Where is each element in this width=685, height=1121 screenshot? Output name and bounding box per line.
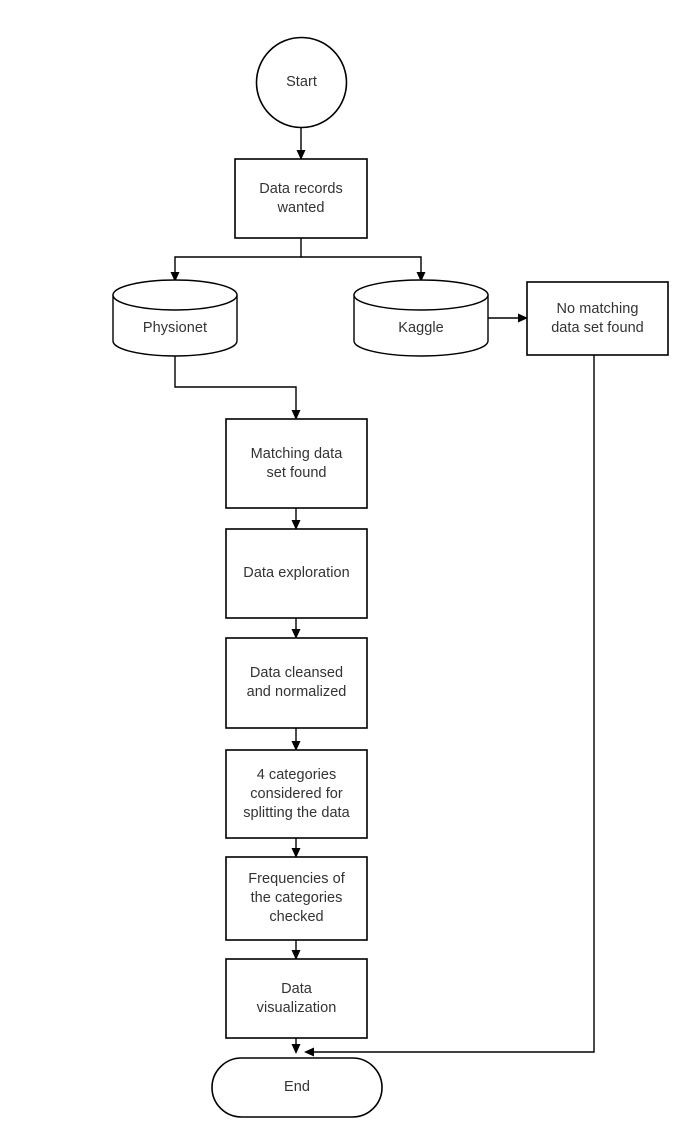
node-no-matching-data-set-found[interactable] [526, 281, 669, 356]
node-physionet[interactable] [112, 279, 238, 357]
edge-physionet-to-matching-data-set-found [174, 355, 301, 420]
edge-data-cleansed-to-categories [291, 728, 301, 751]
node-frequencies-checked[interactable] [225, 856, 368, 941]
edge-data-records-wanted-to-kaggle [301, 256, 426, 282]
node-start[interactable] [255, 36, 348, 129]
node-kaggle[interactable] [353, 279, 489, 357]
edge-categories-to-frequencies [291, 838, 301, 858]
node-end[interactable] [211, 1057, 383, 1118]
node-data-cleansed-and-normalized[interactable] [225, 637, 368, 729]
node-data-records-wanted[interactable] [234, 158, 368, 239]
node-data-visualization[interactable] [225, 958, 368, 1039]
edge-no-matching-to-end [304, 355, 595, 1057]
node-data-exploration[interactable] [225, 528, 368, 619]
edge-data-exploration-to-data-cleansed [291, 618, 301, 639]
edge-kaggle-to-no-matching-data-set-found [488, 313, 528, 323]
edge-data-visualization-to-end [291, 1038, 301, 1054]
edge-start-to-data-records-wanted [296, 123, 306, 160]
node-matching-data-set-found[interactable] [225, 418, 368, 509]
edge-frequencies-to-data-visualization [291, 940, 301, 960]
edge-matching-to-data-exploration [291, 508, 301, 530]
edge-data-records-wanted-to-physionet [170, 238, 302, 282]
node-categories-considered[interactable] [225, 749, 368, 839]
